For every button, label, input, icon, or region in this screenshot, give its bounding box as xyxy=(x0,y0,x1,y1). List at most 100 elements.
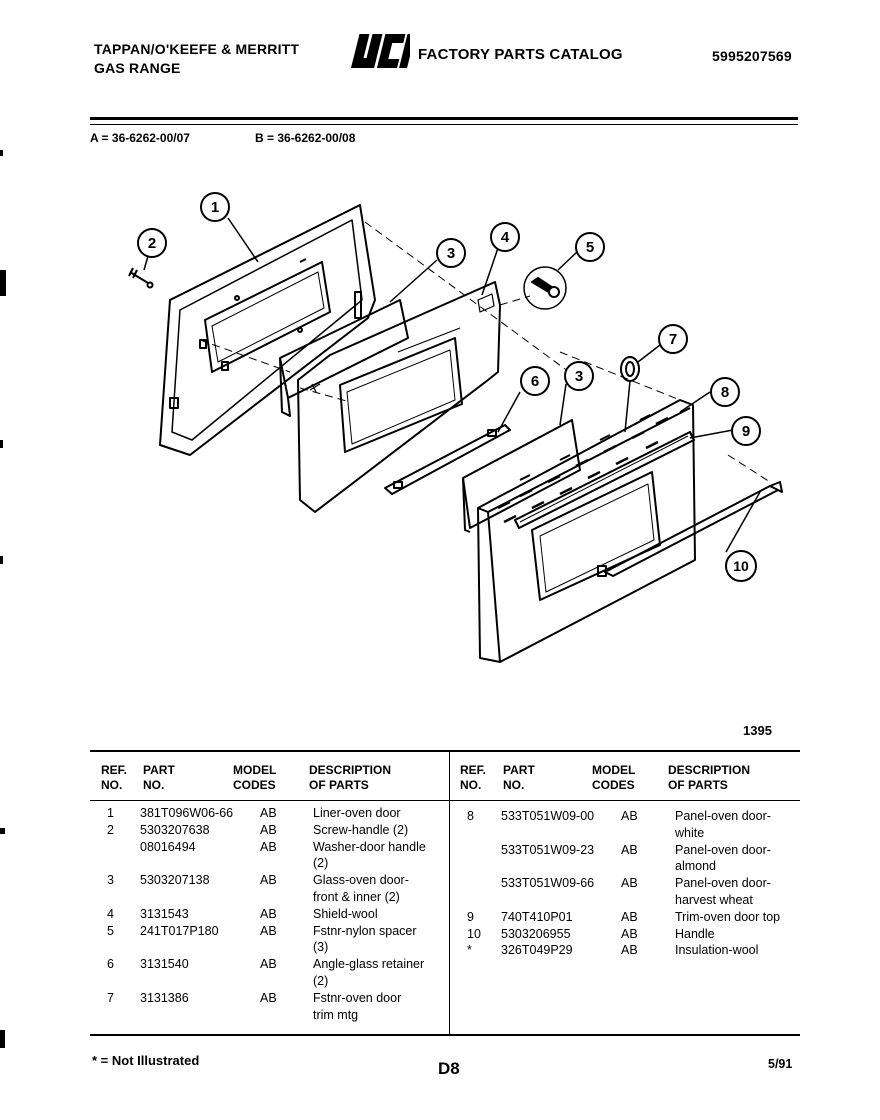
binding-mark xyxy=(0,440,3,448)
part-number-cell: 08016494 xyxy=(140,839,196,854)
col-header-part-line2: NO. xyxy=(143,778,165,792)
oven-door-glass-front xyxy=(462,419,581,533)
ref-cell: 7 xyxy=(107,990,114,1005)
callout-4: 4 xyxy=(490,222,520,252)
wool-shield xyxy=(297,281,501,513)
description-cell: Fstnr-nylon spacer xyxy=(313,923,417,938)
oven-door-liner xyxy=(159,204,376,456)
ref-cell: 6 xyxy=(107,957,114,972)
model-code-cell: AB xyxy=(260,839,277,854)
callout-10: 10 xyxy=(725,550,757,582)
callout-8-text: 8 xyxy=(721,384,729,401)
ref-cell: * xyxy=(467,943,472,958)
col-header-desc: DESCRIPTION OF PARTS xyxy=(309,763,391,793)
col-header-model-line2: CODES xyxy=(233,778,276,792)
header-rule-thin xyxy=(90,124,798,125)
col-header-ref-right: REF. NO. xyxy=(460,763,486,793)
model-code-cell: AB xyxy=(260,923,277,938)
exploded-parts-diagram: 1 2 3 4 5 6 3 7 8 9 10 xyxy=(128,192,783,663)
part-number-cell: 3131543 xyxy=(140,906,189,921)
description-cell: almond xyxy=(675,859,716,874)
description-cell: Shield-wool xyxy=(313,906,378,921)
model-code-cell: AB xyxy=(260,873,277,888)
manufacturer-name: TAPPAN/O'KEEFE & MERRITT xyxy=(94,41,300,57)
model-code-cell: AB xyxy=(260,957,277,972)
ref-cell: 10 xyxy=(467,926,481,941)
col-header-desc-right-line1: DESCRIPTION xyxy=(668,763,751,777)
col-header-ref-right-line1: REF. xyxy=(460,763,487,777)
description-cell: Trim-oven door top xyxy=(675,909,781,924)
description-cell: Glass-oven door- xyxy=(313,873,409,888)
binding-mark xyxy=(0,1030,5,1048)
product-type: GAS RANGE xyxy=(94,60,181,76)
part-number-cell: 3131540 xyxy=(140,957,189,972)
callout-3b: 3 xyxy=(564,361,594,391)
col-header-model-right-line2: CODES xyxy=(592,778,635,792)
col-header-model-line1: MODEL xyxy=(233,763,277,777)
part-number-cell: 3131386 xyxy=(140,990,189,1005)
col-header-ref: REF. NO. xyxy=(101,763,127,793)
callout-1-text: 1 xyxy=(211,199,219,216)
oven-door-glass xyxy=(279,299,409,417)
callout-2: 2 xyxy=(137,228,167,258)
description-cell: Screw-handle (2) xyxy=(313,822,409,837)
model-code-cell: AB xyxy=(621,909,638,924)
description-cell: Panel-oven door- xyxy=(675,809,771,823)
model-b: B = 36-6262-00/08 xyxy=(255,131,356,145)
description-cell: Handle xyxy=(675,926,715,941)
callout-2-text: 2 xyxy=(148,235,156,252)
description-cell: Insulation-wool xyxy=(675,943,759,958)
col-header-part-line1: PART xyxy=(143,763,175,777)
col-header-part-right: PART NO. xyxy=(503,763,535,793)
model-code-cell: AB xyxy=(621,876,638,891)
model-code-cell: AB xyxy=(260,822,277,837)
oven-door-trim-top xyxy=(514,431,695,529)
part-number-cell: 533T051W09-23 xyxy=(501,842,595,857)
description-cell: (2) xyxy=(313,974,329,988)
callout-6-text: 6 xyxy=(531,373,539,390)
table-header-rule xyxy=(90,800,800,801)
model-code-cell: AB xyxy=(621,809,638,823)
ref-cell: 5 xyxy=(107,923,114,938)
callouts: 1 2 3 4 5 6 3 7 8 9 10 xyxy=(137,192,761,582)
model-code-cell: AB xyxy=(260,806,277,820)
part-number-cell: 381T096W06-66 xyxy=(140,806,234,820)
model-code-cell: AB xyxy=(621,842,638,857)
col-header-part: PART NO. xyxy=(143,763,175,793)
callout-5-text: 5 xyxy=(586,239,594,256)
col-header-part-right-line1: PART xyxy=(503,763,535,777)
model-code-cell: AB xyxy=(621,926,638,941)
leader-lines xyxy=(143,217,761,553)
catalog-number: 5995207569 xyxy=(712,48,792,64)
model-a: A = 36-6262-00/07 xyxy=(90,131,190,145)
col-header-desc-right: DESCRIPTION OF PARTS xyxy=(668,763,750,793)
description-cell: Panel-oven door- xyxy=(675,842,771,857)
callout-6: 6 xyxy=(520,366,550,396)
callout-9-text: 9 xyxy=(742,423,750,440)
description-cell: Fstnr-oven door xyxy=(313,990,402,1005)
binding-mark xyxy=(0,556,3,564)
description-cell: Angle-glass retainer xyxy=(313,957,425,972)
part-number-cell: 326T049P29 xyxy=(501,943,573,958)
description-cell: Panel-oven door- xyxy=(675,876,771,891)
ref-cell: 3 xyxy=(107,873,114,888)
col-header-model-right-line1: MODEL xyxy=(592,763,636,777)
col-header-ref-right-line2: NO. xyxy=(460,778,482,792)
part-number-cell: 533T051W09-66 xyxy=(501,876,595,891)
col-header-ref-line2: NO. xyxy=(101,778,123,792)
ref-cell: 8 xyxy=(467,809,474,823)
col-header-ref-line1: REF. xyxy=(101,763,128,777)
nylon-spacer xyxy=(523,266,567,310)
binding-mark xyxy=(0,828,5,834)
callout-1: 1 xyxy=(200,192,230,222)
callout-7: 7 xyxy=(658,324,688,354)
description-cell: trim mtg xyxy=(313,1007,359,1022)
oven-door-handle xyxy=(597,481,783,577)
callout-3a: 3 xyxy=(436,238,466,268)
header-rule-thick xyxy=(90,117,798,120)
table-top-rule xyxy=(90,750,800,752)
ref-cell: 4 xyxy=(107,906,114,921)
part-number-cell: 5303207638 xyxy=(140,822,210,837)
explosion-lines xyxy=(199,221,771,483)
catalog-title: FACTORY PARTS CATALOG xyxy=(418,46,623,63)
